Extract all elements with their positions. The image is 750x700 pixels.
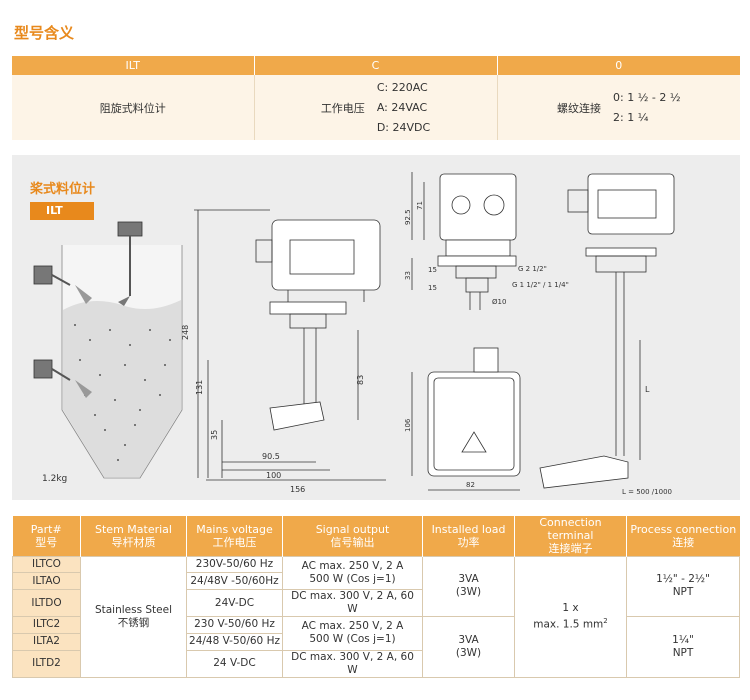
voltage-option: A: 24VAC: [376, 100, 428, 114]
thread-option: 0: 1 ½ - 2 ½: [613, 90, 681, 104]
voltage-label: 工作电压: [320, 101, 365, 115]
top-view-drawing: [411, 347, 521, 491]
drawing-subtitle: 桨式料位计: [30, 182, 96, 197]
dim-90-5: 90.5: [262, 452, 280, 461]
part-number: ILTD2: [12, 649, 81, 678]
voltage-value: 24/48V -50/60Hz: [186, 572, 283, 591]
thread-label: 螺纹连接: [557, 101, 601, 115]
spec-header-part: Part#型号: [12, 516, 81, 556]
section-title: 型号含义: [14, 24, 75, 42]
model-tag: ILT: [30, 202, 94, 220]
stem-length-note: L = 500 /1000: [622, 488, 672, 496]
dim-15b: 15: [428, 284, 437, 292]
process-connection-cell: 1¼"NPT: [626, 616, 740, 678]
dimension-drawings: 1.2kg 248 131 83 35 90.5 100 156: [33, 172, 675, 496]
voltage-value: 24V-DC: [186, 589, 283, 618]
dim-71: 71: [416, 201, 424, 210]
model-voltage-cell: 工作电压 C: 220AC A: 24VAC D: 24VDC: [253, 75, 497, 140]
front-view-drawing: [194, 209, 386, 481]
dim-L: L: [645, 385, 650, 394]
model-header-2: C: [253, 56, 497, 75]
voltage-option: C: 220AC: [376, 80, 428, 94]
thread-label-g1: G 1 1/2" / 1 1/4": [512, 281, 569, 289]
dim-92-5: 92.5: [404, 209, 412, 225]
dim-15a: 15: [428, 266, 437, 274]
voltage-value: 24 V-DC: [186, 649, 283, 678]
long-stem-drawing: [539, 173, 675, 489]
part-number: ILTA2: [12, 632, 81, 651]
load-cell: 3VA(3W): [422, 555, 515, 618]
model-thread-cell: 螺纹连接 0: 1 ½ - 2 ½ 2: 1 ¼: [496, 75, 740, 140]
model-product-name: 阻旋式料位计: [12, 75, 254, 140]
model-header-3: 0: [496, 56, 740, 75]
dim-248: 248: [181, 325, 190, 340]
voltage-value: 230V-50/60 Hz: [186, 555, 283, 574]
signal-dc-cell: DC max. 300 V, 2 A, 60 W: [282, 589, 423, 618]
voltage-option: D: 24VDC: [376, 120, 431, 134]
dim-100: 100: [266, 471, 281, 480]
process-connection-cell: 1½" - 2½"NPT: [626, 555, 740, 618]
load-cell: 3VA(3W): [422, 616, 515, 678]
thread-option: 2: 1 ¼: [613, 110, 649, 124]
part-number: ILTCO: [12, 555, 81, 574]
voltage-value: 230 V-50/60 Hz: [186, 616, 283, 634]
part-number: ILTDO: [12, 589, 81, 618]
model-header-1: ILT: [12, 56, 254, 75]
dim-phi10: Ø10: [492, 298, 506, 306]
side-view-drawing: [411, 172, 517, 310]
part-number: ILTC2: [12, 616, 81, 634]
voltage-value: 24/48 V-50/60 Hz: [186, 632, 283, 651]
model-code-table: ILT C 0 阻旋式料位计 工作电压 C: 220AC A: 24VAC D:…: [12, 56, 740, 140]
dim-106: 106: [404, 418, 412, 432]
part-number: ILTAO: [12, 572, 81, 591]
weight-label: 1.2kg: [42, 474, 67, 484]
dim-156: 156: [290, 485, 305, 494]
dim-82: 82: [466, 481, 475, 489]
dim-33: 33: [404, 271, 412, 280]
thread-label-g2: G 2 1/2": [518, 265, 547, 273]
dim-83: 83: [356, 375, 365, 385]
dim-131: 131: [195, 380, 204, 395]
dim-35: 35: [210, 430, 219, 440]
signal-dc-cell: DC max. 300 V, 2 A, 60 W: [282, 649, 423, 678]
silo-illustration: [33, 221, 183, 479]
